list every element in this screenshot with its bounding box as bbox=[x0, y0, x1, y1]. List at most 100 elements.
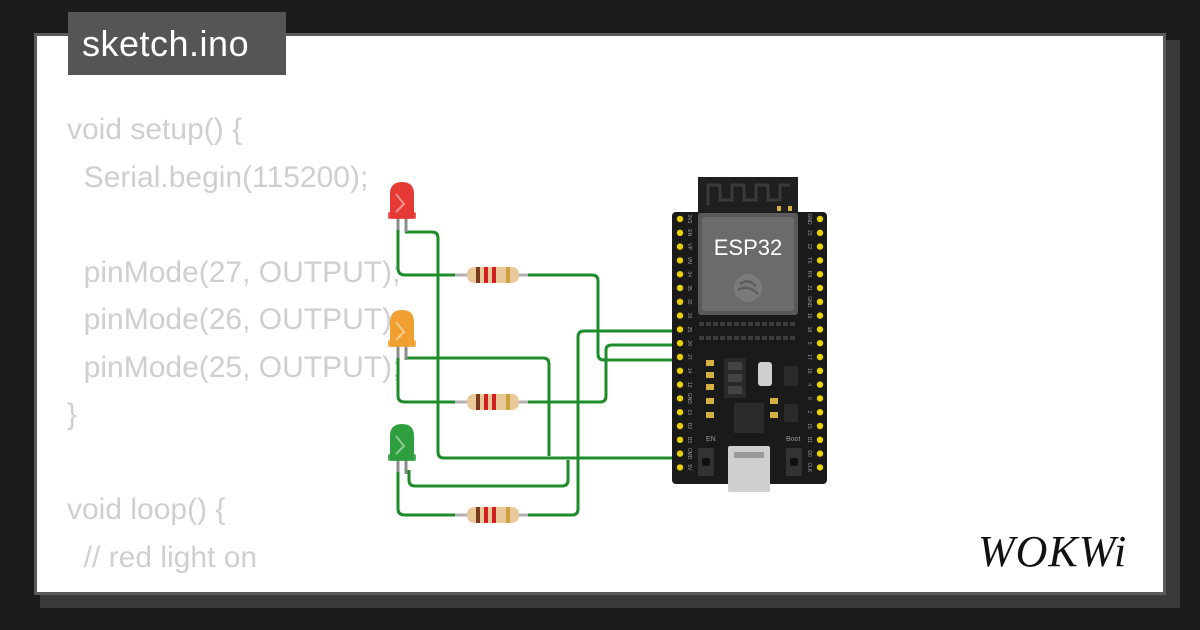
pin-25[interactable] bbox=[676, 326, 684, 333]
pin-15[interactable] bbox=[816, 422, 824, 430]
wire-yellow-cathode bbox=[396, 350, 455, 404]
pin-clk[interactable] bbox=[816, 464, 824, 471]
pin-label: 33 bbox=[686, 313, 692, 319]
sketch-filename-tab[interactable]: sketch.ino bbox=[68, 12, 286, 75]
wokwi-logo: WOKWi bbox=[978, 527, 1127, 576]
pin-label: 4 bbox=[806, 383, 812, 386]
pin-35[interactable] bbox=[676, 284, 684, 292]
pin-label: 25 bbox=[686, 327, 692, 333]
pin-d0[interactable] bbox=[816, 450, 824, 457]
pin-label: EN bbox=[686, 229, 692, 236]
pin-34[interactable] bbox=[676, 271, 684, 278]
pin-cmd[interactable] bbox=[676, 450, 684, 457]
code-line: void setup() { bbox=[67, 113, 243, 146]
esp32-label: ESP32 bbox=[714, 235, 783, 260]
pin-14[interactable] bbox=[676, 367, 684, 374]
pin-tx[interactable] bbox=[816, 257, 824, 264]
code-line: pinMode(26, OUTPUT); bbox=[67, 303, 401, 336]
pin-label: VP bbox=[686, 243, 692, 250]
pin-0[interactable] bbox=[816, 395, 824, 402]
pin-16[interactable] bbox=[816, 367, 824, 374]
pin-label: D1 bbox=[806, 437, 812, 444]
pin-gnd[interactable] bbox=[676, 395, 684, 402]
pin-label: TX bbox=[806, 257, 812, 264]
code-line: pinMode(27, OUTPUT); bbox=[67, 255, 401, 289]
project-card[interactable]: void setup() { Serial.begin(115200); pin… bbox=[34, 33, 1166, 595]
pin-gnd[interactable] bbox=[816, 215, 824, 223]
wire-red-resistor-to-pin27 bbox=[528, 273, 678, 362]
pin-label: RX bbox=[806, 271, 812, 279]
pin-label: 2 bbox=[806, 411, 812, 414]
pin-label: VN bbox=[686, 257, 692, 264]
pin-32[interactable] bbox=[676, 298, 684, 305]
pin-5v[interactable] bbox=[676, 464, 684, 471]
pin-22[interactable] bbox=[816, 243, 824, 250]
pin-label: 5 bbox=[806, 342, 812, 345]
pin-label: D2 bbox=[686, 423, 692, 430]
pin-label: 5V bbox=[686, 464, 692, 471]
pin-label: CMD bbox=[686, 448, 692, 460]
pin-label: D3 bbox=[686, 437, 692, 444]
pin-label: GND bbox=[806, 213, 812, 225]
pin-label: 23 bbox=[806, 230, 812, 236]
boot-label: Boot bbox=[786, 436, 800, 443]
wire-green-resistor-to-pin25 bbox=[528, 329, 678, 517]
pin-label: 16 bbox=[806, 368, 812, 374]
esp32-board[interactable]: ESP32 EN Boot bbox=[672, 177, 827, 492]
pin-19[interactable] bbox=[816, 312, 824, 319]
pin-label: 12 bbox=[686, 382, 692, 388]
pin-4[interactable] bbox=[816, 381, 824, 388]
en-label: EN bbox=[706, 436, 716, 443]
pin-5[interactable] bbox=[816, 340, 824, 347]
resistor-3 bbox=[455, 507, 528, 523]
wokwi-brand-text: WOKWi bbox=[978, 527, 1127, 576]
pin-label: 15 bbox=[806, 423, 812, 429]
pin-18[interactable] bbox=[816, 326, 824, 333]
pin-2[interactable] bbox=[816, 409, 824, 416]
code-line: Serial.begin(115200); bbox=[67, 160, 369, 194]
code-preview: void setup() { Serial.begin(115200); pin… bbox=[67, 106, 401, 592]
pin-27[interactable] bbox=[676, 353, 684, 361]
pin-d2[interactable] bbox=[676, 422, 684, 430]
led-green[interactable] bbox=[388, 424, 416, 474]
pin-label: D0 bbox=[806, 450, 812, 457]
pin-13[interactable] bbox=[676, 409, 684, 416]
wire-yellow-anode-gnd bbox=[405, 356, 551, 456]
pin-21[interactable] bbox=[816, 284, 824, 292]
pin-d3[interactable] bbox=[676, 436, 684, 443]
pin-26[interactable] bbox=[676, 340, 684, 347]
pin-d1[interactable] bbox=[816, 436, 824, 443]
wire-green-cathode bbox=[396, 468, 455, 517]
pin-label: 18 bbox=[806, 327, 812, 333]
pin-label: 13 bbox=[686, 409, 692, 415]
pin-label: 14 bbox=[686, 368, 692, 374]
pin-vn[interactable] bbox=[676, 257, 684, 264]
leds bbox=[388, 182, 416, 474]
pin-label: GND bbox=[806, 296, 812, 308]
pin-label: 26 bbox=[686, 340, 692, 346]
left-pin-header: 3V3ENVPVN343532332526271412GND13D2D3CMD5… bbox=[676, 215, 692, 471]
wire-green-anode-gnd bbox=[407, 460, 570, 488]
pin-label: 35 bbox=[686, 285, 692, 291]
pin-23[interactable] bbox=[816, 229, 824, 236]
pin-17[interactable] bbox=[816, 353, 824, 361]
pin-label: 0 bbox=[806, 397, 812, 400]
wire-red-cathode bbox=[396, 228, 455, 277]
led-yellow[interactable] bbox=[388, 310, 416, 360]
pin-3v3[interactable] bbox=[676, 215, 684, 223]
pin-12[interactable] bbox=[676, 381, 684, 388]
pin-label: CLK bbox=[806, 463, 812, 473]
pin-rx[interactable] bbox=[816, 271, 824, 278]
pin-vp[interactable] bbox=[676, 243, 684, 250]
led-red[interactable] bbox=[388, 182, 416, 232]
code-line: // red light on bbox=[67, 540, 258, 574]
wires bbox=[396, 228, 678, 517]
pin-label: 21 bbox=[806, 285, 812, 291]
pin-label: 17 bbox=[806, 354, 812, 360]
wire-red-anode-gnd bbox=[405, 230, 678, 460]
pin-33[interactable] bbox=[676, 312, 684, 319]
pin-gnd[interactable] bbox=[816, 298, 824, 305]
pin-label: 3V3 bbox=[686, 215, 692, 224]
pin-en[interactable] bbox=[676, 229, 684, 236]
